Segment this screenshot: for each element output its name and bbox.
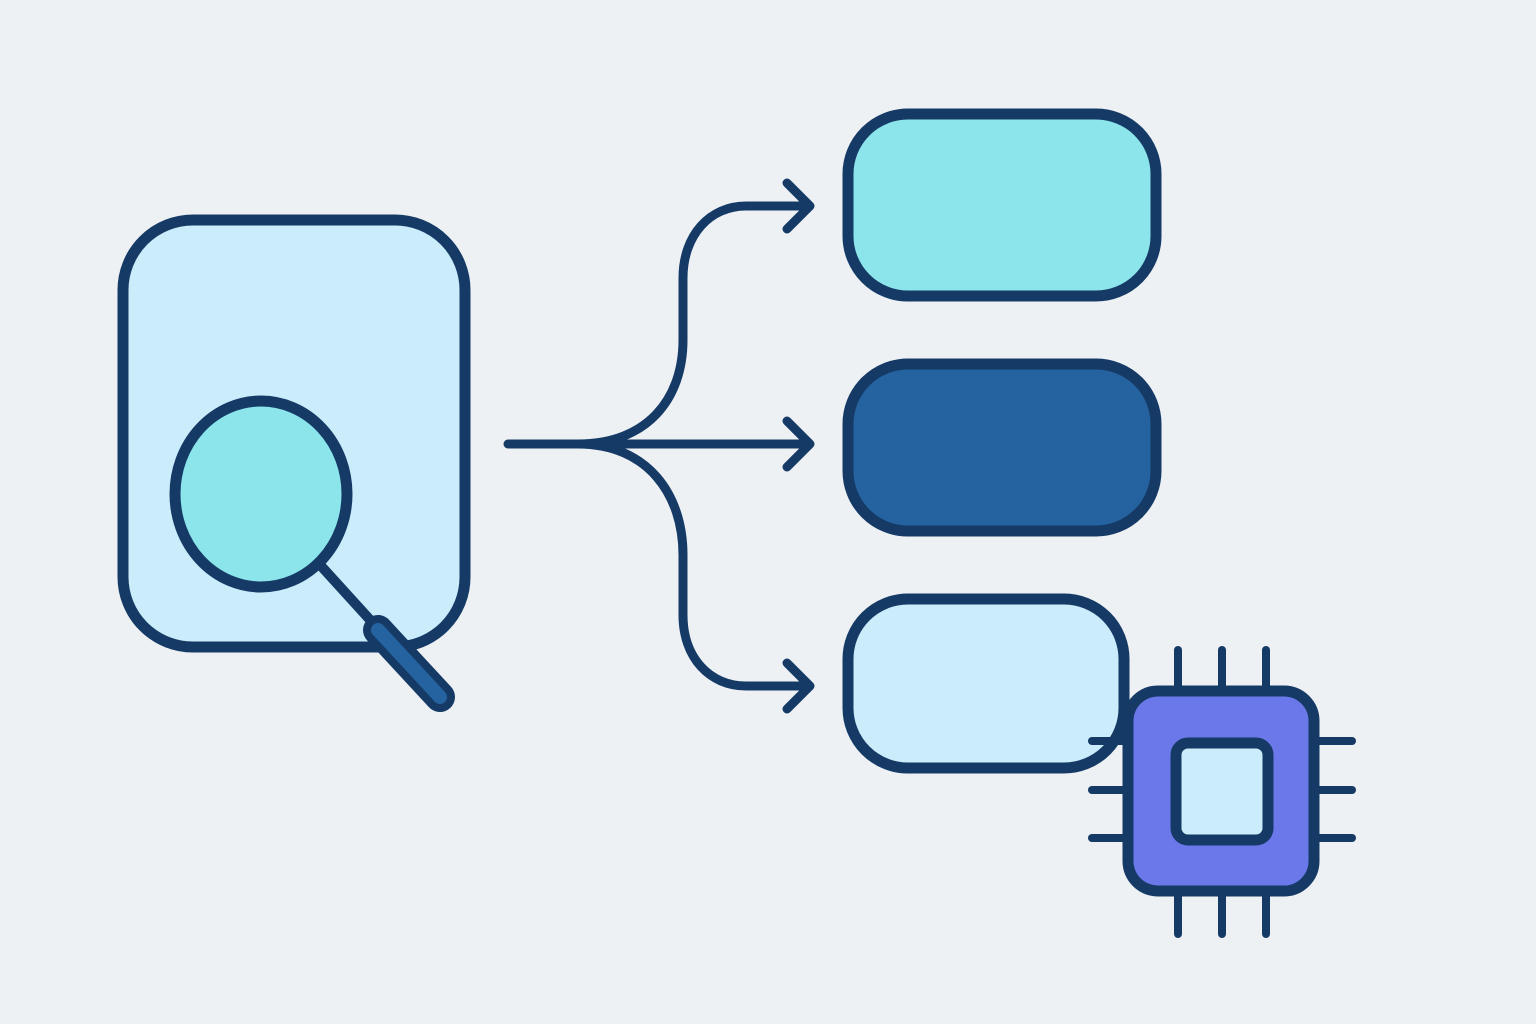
branching-arrows-icon bbox=[503, 178, 815, 714]
arrowhead-top bbox=[782, 178, 815, 234]
document-search-icon bbox=[117, 214, 471, 712]
arrowhead-bottom bbox=[782, 658, 815, 714]
arrowhead-middle bbox=[782, 416, 815, 472]
output-block-middle bbox=[842, 358, 1162, 537]
output-blocks bbox=[842, 108, 1162, 774]
magnifier-stem bbox=[317, 562, 377, 627]
output-block-top bbox=[842, 108, 1162, 302]
chip-pins bbox=[1088, 646, 1356, 938]
magnifier-lens bbox=[169, 395, 353, 593]
flow-branch-top bbox=[573, 201, 813, 449]
cpu-chip-icon bbox=[1088, 646, 1356, 938]
flow-branch-bottom bbox=[573, 439, 813, 691]
chip-core bbox=[1170, 737, 1274, 846]
magnifier-handle-fill bbox=[371, 623, 447, 704]
output-block-bottom bbox=[842, 593, 1130, 774]
